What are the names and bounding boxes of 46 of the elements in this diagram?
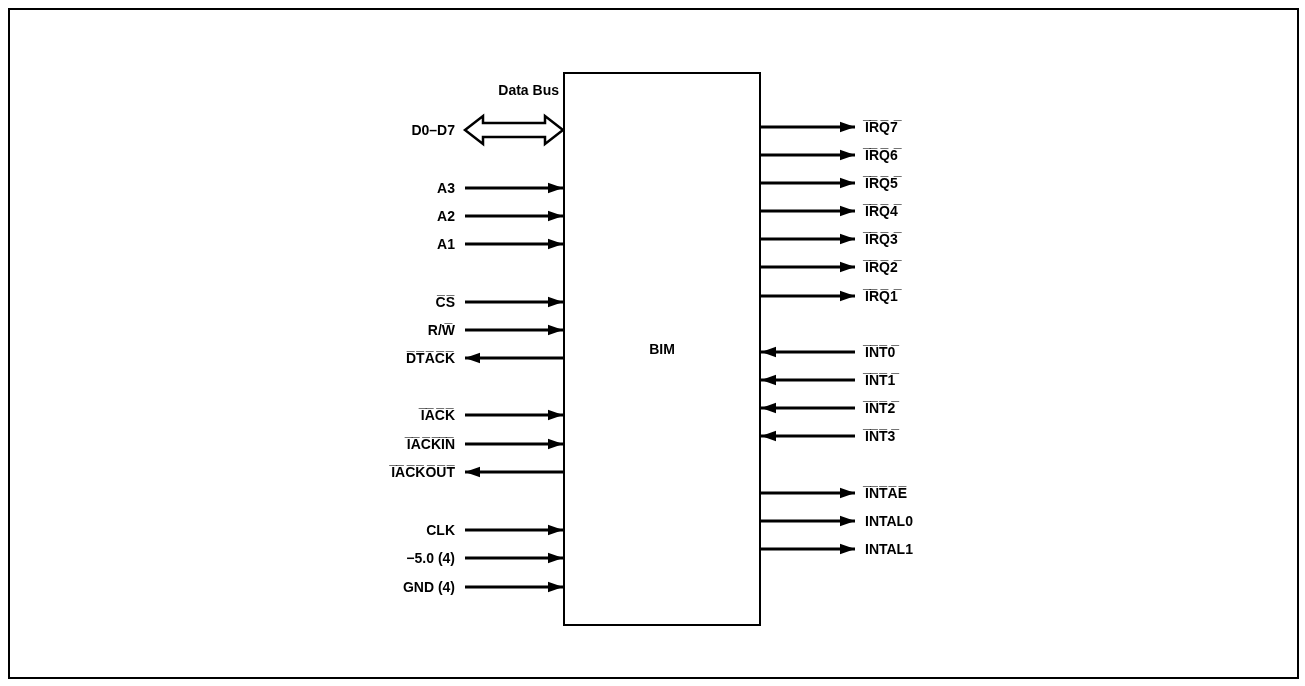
arrow	[465, 238, 563, 250]
arrow	[465, 581, 563, 593]
signal-label: GND (4)	[402, 578, 455, 596]
arrow	[761, 374, 855, 386]
chip-block	[563, 72, 761, 626]
signal-label: I̅N̅T̅A̅E̅	[865, 484, 907, 502]
arrow	[761, 205, 855, 217]
arrow	[761, 121, 855, 133]
signal-label: I̅A̅C̅K̅O̅U̅T̅	[391, 463, 455, 481]
arrow	[761, 430, 855, 442]
signal-label: R/W̅	[427, 321, 455, 339]
arrow	[761, 149, 855, 161]
signal-label: −5.0 (4)	[406, 549, 455, 567]
arrow	[465, 466, 563, 478]
arrow	[761, 543, 855, 555]
signal-label: A1	[437, 235, 455, 253]
arrow	[465, 324, 563, 336]
arrow	[761, 290, 855, 302]
signal-label: I̅A̅C̅K̅	[420, 406, 455, 424]
signal-label: D0–D7	[411, 121, 455, 139]
arrow	[761, 177, 855, 189]
arrow	[465, 524, 563, 536]
arrow	[761, 346, 855, 358]
arrow	[465, 210, 563, 222]
arrow	[465, 296, 563, 308]
signal-label: CLK	[426, 521, 455, 539]
signal-label: I̅A̅C̅K̅I̅N̅	[406, 435, 455, 453]
arrow	[465, 438, 563, 450]
arrow	[465, 552, 563, 564]
signal-label: INTAL1	[865, 540, 913, 558]
arrow	[465, 182, 563, 194]
signal-label: INTAL0	[865, 512, 913, 530]
arrow	[465, 409, 563, 421]
bus-arrow	[462, 113, 566, 147]
arrow	[761, 261, 855, 273]
block-label: BIM	[649, 340, 675, 358]
signal-label: A2	[437, 207, 455, 225]
arrow	[761, 515, 855, 527]
signal-label: C̅S̅	[435, 293, 455, 311]
signal-label: A3	[437, 179, 455, 197]
edge-label: Data Bus	[498, 82, 559, 98]
arrow	[761, 487, 855, 499]
arrow	[465, 352, 563, 364]
signal-label: D̅T̅A̅C̅K̅	[406, 349, 455, 367]
arrow	[761, 402, 855, 414]
arrow	[761, 233, 855, 245]
